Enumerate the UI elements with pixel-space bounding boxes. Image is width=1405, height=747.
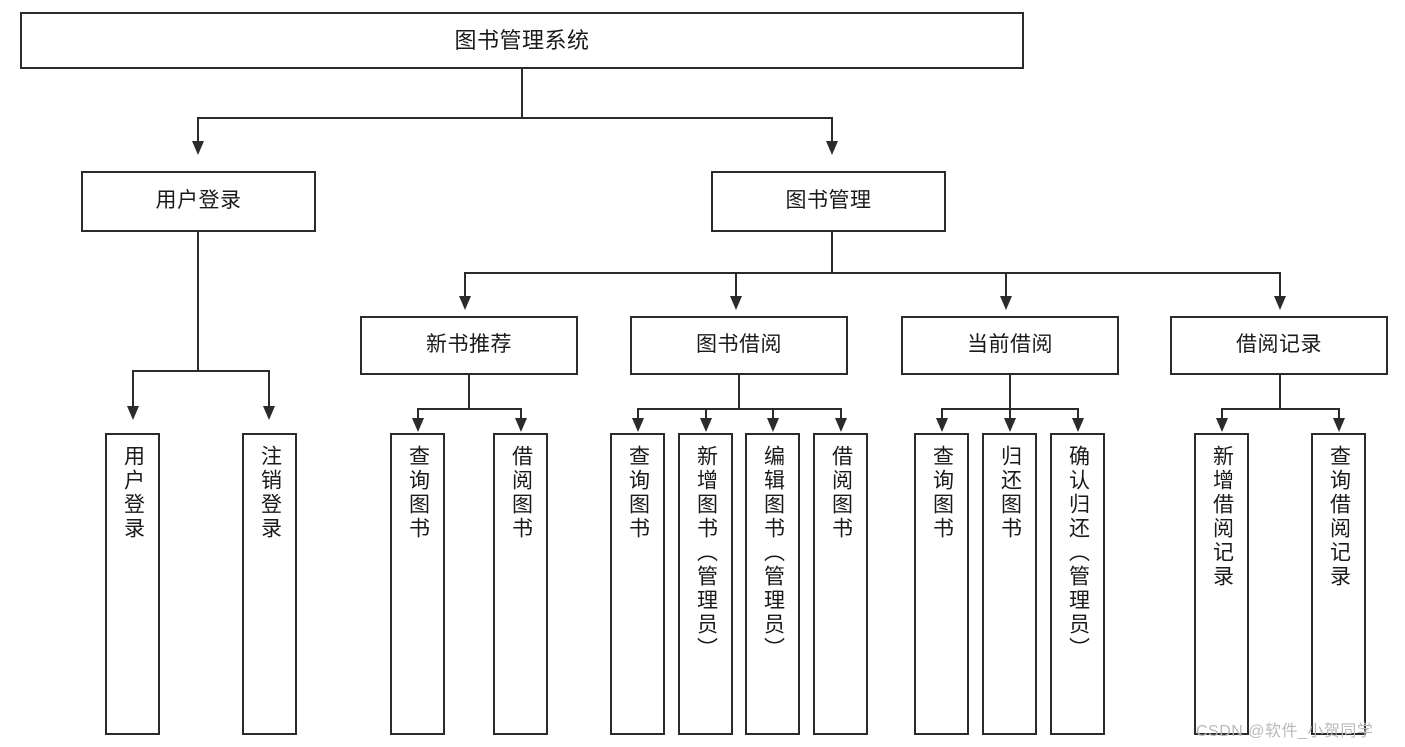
connector-book-manage-drop-2 bbox=[735, 272, 737, 296]
node-root[interactable]: 图书管理系统 bbox=[20, 12, 1024, 69]
node-leaf-confirm-return[interactable]: 确认归还（管理员） bbox=[1050, 433, 1105, 735]
node-leaf-add-book[interactable]: 新增图书（管理员） bbox=[678, 433, 733, 735]
node-leaf-return-book[interactable]: 归还图书 bbox=[982, 433, 1037, 735]
connector-current-borrow-drop-1 bbox=[941, 408, 943, 420]
node-user-login[interactable]: 用户登录 bbox=[81, 171, 316, 232]
connector-current-borrow-drop-3 bbox=[1077, 408, 1079, 420]
connector-new-book-rec-drop-2 bbox=[520, 408, 522, 420]
arrow-borrow-record-to-query-record bbox=[1333, 418, 1345, 432]
connector-book-manage-drop-3 bbox=[1005, 272, 1007, 296]
connector-borrow-record-drop-2 bbox=[1338, 408, 1340, 420]
node-book-borrow[interactable]: 图书借阅 bbox=[630, 316, 848, 375]
node-leaf-query-book-3-label: 查询图书 bbox=[930, 445, 954, 541]
arrow-book-manage-to-book-borrow bbox=[730, 296, 742, 310]
node-leaf-query-book-2-label: 查询图书 bbox=[626, 445, 650, 541]
arrow-book-borrow-to-add-book bbox=[700, 418, 712, 432]
connector-borrow-record-bus bbox=[1221, 408, 1340, 410]
connector-user-login-bus bbox=[132, 370, 269, 372]
arrow-book-borrow-to-edit-book bbox=[767, 418, 779, 432]
arrow-book-manage-to-borrow-record bbox=[1274, 296, 1286, 310]
node-leaf-edit-book-label: 编辑图书（管理员） bbox=[761, 445, 785, 661]
connector-book-manage-drop-4 bbox=[1279, 272, 1281, 296]
arrow-root-to-user-login bbox=[192, 141, 204, 155]
connector-user-login-stem bbox=[197, 232, 199, 370]
node-leaf-query-book-2[interactable]: 查询图书 bbox=[610, 433, 665, 735]
connector-book-borrow-drop-4 bbox=[840, 408, 842, 420]
connector-book-borrow-bus bbox=[637, 408, 841, 410]
arrow-user-login-to-leaf-user-login bbox=[127, 406, 139, 420]
connector-borrow-record-stem bbox=[1279, 375, 1281, 408]
node-current-borrow[interactable]: 当前借阅 bbox=[901, 316, 1119, 375]
arrow-borrow-record-to-add-record bbox=[1216, 418, 1228, 432]
node-leaf-edit-book[interactable]: 编辑图书（管理员） bbox=[745, 433, 800, 735]
node-current-borrow-label: 当前借阅 bbox=[967, 333, 1053, 357]
arrow-new-book-rec-to-borrow-book bbox=[515, 418, 527, 432]
connector-user-login-drop-1 bbox=[132, 370, 134, 406]
node-leaf-logout[interactable]: 注销登录 bbox=[242, 433, 297, 735]
connector-current-borrow-drop-2 bbox=[1009, 408, 1011, 420]
connector-borrow-record-drop-1 bbox=[1221, 408, 1223, 420]
node-leaf-confirm-return-label: 确认归还（管理员） bbox=[1066, 445, 1090, 661]
node-leaf-borrow-book-1[interactable]: 借阅图书 bbox=[493, 433, 548, 735]
node-leaf-borrow-book-2-label: 借阅图书 bbox=[829, 445, 853, 541]
node-book-manage-label: 图书管理 bbox=[785, 189, 872, 213]
connector-new-book-rec-drop-1 bbox=[417, 408, 419, 420]
node-leaf-add-record[interactable]: 新增借阅记录 bbox=[1194, 433, 1249, 735]
arrow-new-book-rec-to-query-book bbox=[412, 418, 424, 432]
node-new-book-rec[interactable]: 新书推荐 bbox=[360, 316, 578, 375]
node-leaf-query-book-1-label: 查询图书 bbox=[406, 445, 430, 541]
node-leaf-borrow-book-2[interactable]: 借阅图书 bbox=[813, 433, 868, 735]
node-leaf-user-login[interactable]: 用户登录 bbox=[105, 433, 160, 735]
node-leaf-query-book-3[interactable]: 查询图书 bbox=[914, 433, 969, 735]
node-root-label: 图书管理系统 bbox=[454, 27, 590, 53]
node-leaf-logout-label: 注销登录 bbox=[258, 445, 282, 541]
arrow-book-borrow-to-query-book bbox=[632, 418, 644, 432]
node-user-login-label: 用户登录 bbox=[155, 189, 242, 213]
connector-new-book-rec-bus bbox=[417, 408, 522, 410]
connector-book-manage-bus bbox=[464, 272, 1281, 274]
connector-book-borrow-drop-3 bbox=[772, 408, 774, 420]
arrow-user-login-to-leaf-logout bbox=[263, 406, 275, 420]
node-borrow-record-label: 借阅记录 bbox=[1236, 333, 1322, 357]
connector-current-borrow-stem bbox=[1009, 375, 1011, 408]
connector-book-borrow-stem bbox=[738, 375, 740, 408]
connector-root-bus bbox=[197, 117, 833, 119]
connector-root-stem bbox=[521, 69, 523, 117]
node-leaf-query-record-label: 查询借阅记录 bbox=[1327, 445, 1351, 589]
node-leaf-query-record[interactable]: 查询借阅记录 bbox=[1311, 433, 1366, 735]
node-new-book-rec-label: 新书推荐 bbox=[426, 333, 512, 357]
connector-new-book-rec-stem bbox=[468, 375, 470, 408]
node-leaf-borrow-book-1-label: 借阅图书 bbox=[509, 445, 533, 541]
node-leaf-add-book-label: 新增图书（管理员） bbox=[694, 445, 718, 661]
arrow-book-manage-to-current-borrow bbox=[1000, 296, 1012, 310]
arrow-current-borrow-to-query-book bbox=[936, 418, 948, 432]
arrow-book-manage-to-new-book-rec bbox=[459, 296, 471, 310]
arrow-current-borrow-to-confirm-return bbox=[1072, 418, 1084, 432]
node-leaf-user-login-label: 用户登录 bbox=[121, 445, 145, 541]
node-leaf-return-book-label: 归还图书 bbox=[998, 445, 1022, 541]
connector-root-to-book-manage-drop bbox=[831, 117, 833, 141]
arrow-book-borrow-to-borrow-book bbox=[835, 418, 847, 432]
node-book-manage[interactable]: 图书管理 bbox=[711, 171, 946, 232]
arrow-current-borrow-to-return-book bbox=[1004, 418, 1016, 432]
connector-root-to-user-login-drop bbox=[197, 117, 199, 141]
connector-book-borrow-drop-2 bbox=[705, 408, 707, 420]
node-book-borrow-label: 图书借阅 bbox=[696, 333, 782, 357]
node-leaf-query-book-1[interactable]: 查询图书 bbox=[390, 433, 445, 735]
connector-user-login-drop-2 bbox=[268, 370, 270, 406]
node-leaf-add-record-label: 新增借阅记录 bbox=[1210, 445, 1234, 589]
connector-book-borrow-drop-1 bbox=[637, 408, 639, 420]
arrow-root-to-book-manage bbox=[826, 141, 838, 155]
connector-book-manage-stem bbox=[831, 232, 833, 272]
node-borrow-record[interactable]: 借阅记录 bbox=[1170, 316, 1388, 375]
connector-book-manage-drop-1 bbox=[464, 272, 466, 296]
